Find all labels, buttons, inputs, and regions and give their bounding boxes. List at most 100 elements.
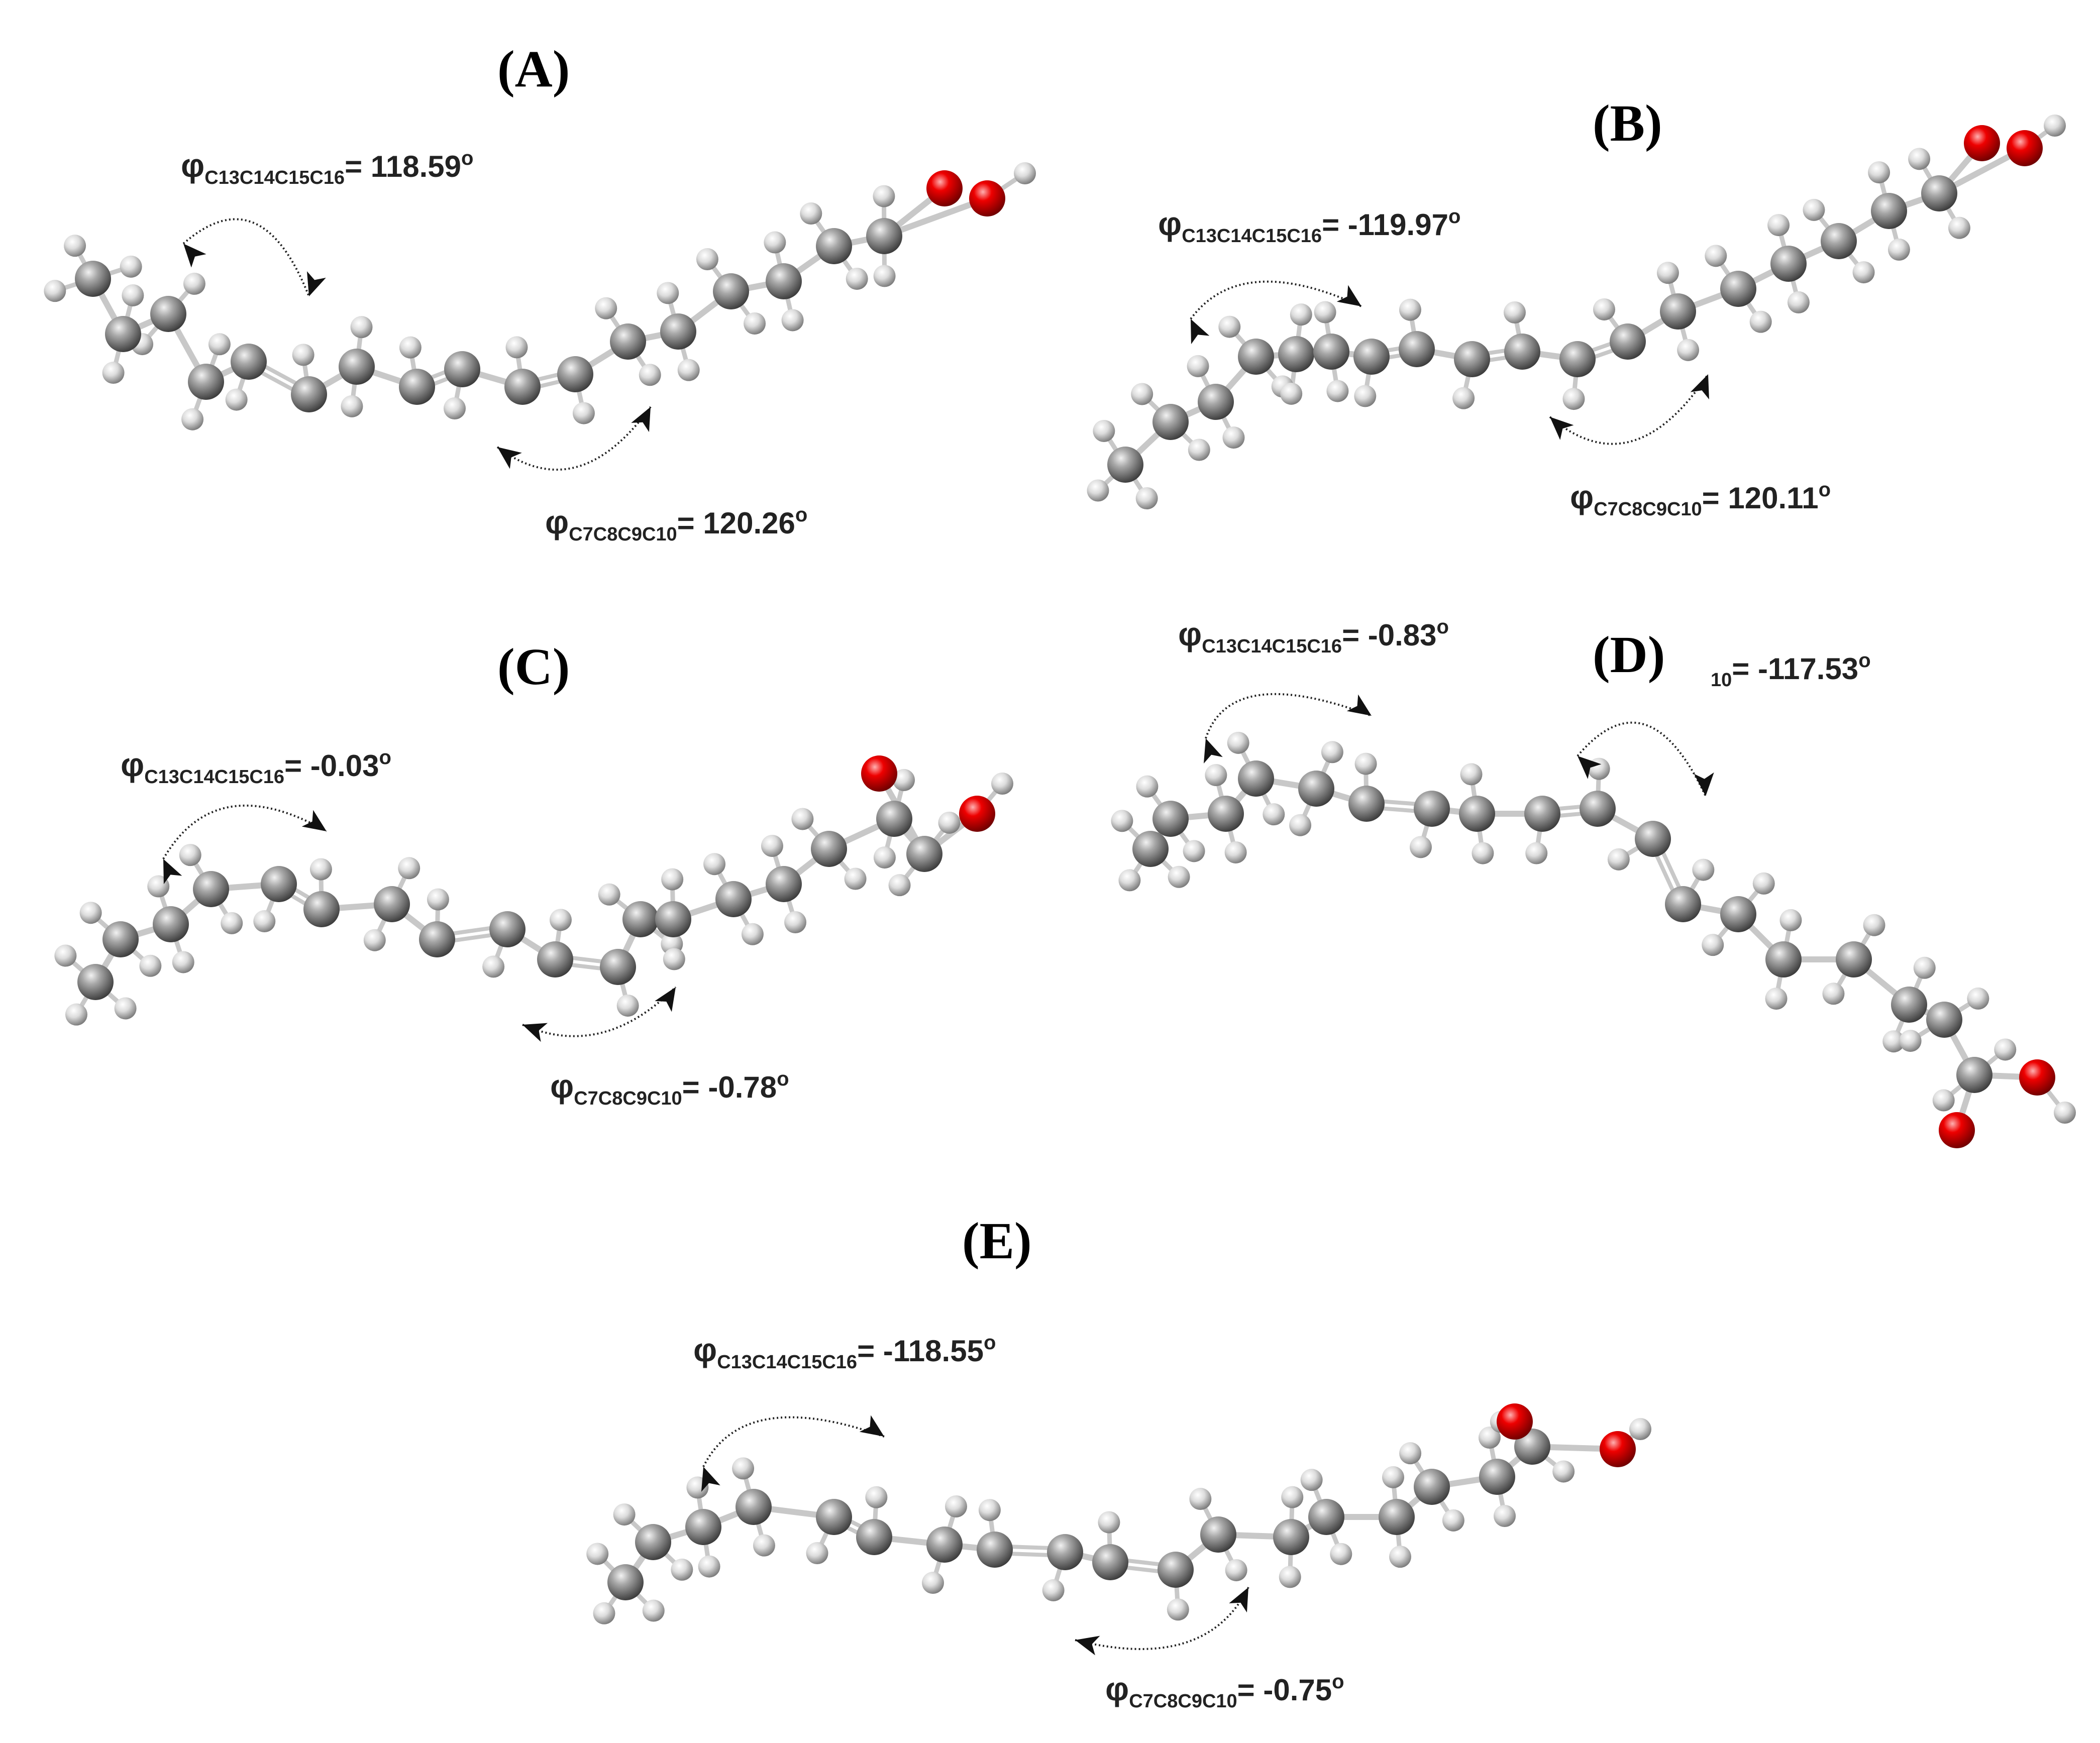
hydrogen-atom <box>865 1486 888 1508</box>
panel-d: (D) φC13C14C15C16= -0.83o 10= -117.53o <box>1111 615 2076 1148</box>
carbon-atom <box>977 1532 1013 1568</box>
torsion-arc-d-right <box>1577 721 1714 797</box>
molecule-e <box>586 1403 1651 1624</box>
carbon-atom <box>1047 1534 1083 1570</box>
dotted-rotation-arc <box>702 1416 885 1467</box>
arrowhead-icon <box>522 1023 548 1042</box>
hydrogen-atom <box>65 1003 87 1026</box>
hydrogen-atom <box>1290 303 1312 326</box>
hydrogen-atom <box>677 359 700 381</box>
hydrogen-atom <box>1787 291 1810 313</box>
hydrogen-atoms <box>1087 115 2066 510</box>
hydrogen-atom <box>1280 382 1303 405</box>
hydrogen-atoms <box>586 1410 1651 1624</box>
oxygen-atom <box>1600 1431 1636 1467</box>
hydrogen-atom <box>1504 301 1526 323</box>
hydrogen-atom <box>800 202 822 225</box>
hydrogen-atom <box>1300 1469 1323 1491</box>
molecule-b <box>1087 115 2066 510</box>
torsion-label-c-c13c14c15c16: φC13C14C15C16= -0.03o <box>121 746 391 788</box>
hydrogen-atoms <box>1111 731 2076 1124</box>
torsion-label-e-c7c8c9c10: φC7C8C9C10= -0.75o <box>1105 1670 1344 1712</box>
dotted-rotation-arc <box>1577 721 1707 797</box>
hydrogen-atom <box>64 235 86 257</box>
hydrogen-atom <box>1472 842 1494 864</box>
hydrogen-atom <box>888 874 911 897</box>
arrowhead-icon <box>1578 756 1602 779</box>
torsion-arc-c-lower <box>522 986 677 1042</box>
hydrogen-atom <box>172 951 194 973</box>
arrowhead-icon <box>1346 694 1372 716</box>
hydrogen-atom <box>657 282 679 304</box>
carbon-atom <box>231 344 267 380</box>
hydrogen-atom <box>221 912 243 934</box>
hydrogen-atom <box>1188 439 1210 461</box>
carbon-atom <box>1720 271 1756 307</box>
hydrogen-atom <box>1863 914 1885 936</box>
hydrogen-atom <box>1330 1543 1352 1565</box>
hydrogen-atom <box>572 402 595 424</box>
hydrogen-atom <box>1629 1418 1651 1440</box>
torsion-label-b-c13c14c15c16: φC13C14C15C16= -119.97o <box>1158 205 1460 247</box>
hydrogen-atom <box>1887 238 1910 261</box>
torsion-label-d-partial: 10= -117.53o <box>1711 649 1871 691</box>
hydrogen-atom <box>120 255 142 278</box>
hydrogen-atom <box>1803 198 1825 221</box>
carbon-atom <box>193 871 229 907</box>
carbon-atom <box>1926 1002 1962 1038</box>
hydrogen-atom <box>938 811 961 834</box>
hydrogen-atom <box>1948 216 1970 239</box>
carbon-atom <box>1635 821 1671 857</box>
carbon-atom <box>1836 941 1872 977</box>
panel-b: (B) φC13C14C15C16= -119.97o φC7C8C9C10= … <box>1087 94 2066 520</box>
hydrogen-atom <box>698 1555 720 1578</box>
dotted-rotation-arc <box>1075 1587 1249 1650</box>
carbon-atom <box>489 911 526 947</box>
carbon-atom <box>1559 341 1596 377</box>
carbon-atom <box>419 921 455 957</box>
arrowhead-icon <box>1191 319 1210 345</box>
hydrogen-atom <box>350 316 373 339</box>
hydrogen-atom <box>1452 387 1475 409</box>
hydrogen-atom <box>1118 869 1141 892</box>
hydrogen-atom <box>639 364 661 386</box>
carbon-atom <box>1770 246 1807 282</box>
hydrogen-atom <box>1822 983 1845 1005</box>
carbon-atom <box>1956 1057 1992 1093</box>
carbon-atom <box>736 1489 772 1525</box>
hydrogen-atom <box>616 994 639 1017</box>
torsion-arc-a-upper <box>182 218 326 297</box>
hydrogen-atom <box>1382 1466 1404 1488</box>
hydrogen-atom <box>593 1602 615 1624</box>
hydrogen-atom <box>1765 988 1788 1010</box>
oxygen-atoms <box>1497 1403 1636 1467</box>
hydrogen-atom <box>586 1543 609 1565</box>
hydrogen-atom <box>44 280 66 302</box>
hydrogen-atom <box>663 948 685 970</box>
dotted-rotation-arc <box>522 986 677 1037</box>
carbon-atom <box>713 273 749 309</box>
hydrogen-atom <box>1607 848 1630 870</box>
molecule-a <box>44 162 1036 430</box>
carbon-atom <box>77 964 114 1000</box>
dotted-rotation-arc <box>162 804 327 860</box>
carbon-atom <box>622 901 659 937</box>
hydrogen-atom <box>183 272 205 295</box>
hydrogen-atom <box>732 1457 755 1480</box>
carbon-atom <box>1308 1499 1344 1535</box>
hydrogen-atom <box>1136 775 1159 798</box>
carbon-atom <box>1313 334 1349 370</box>
arrowhead-icon <box>631 407 651 432</box>
panel-a: (A) φC13C14C15C16= 118.59o φC7C8C9C10= 1… <box>44 40 1036 545</box>
carbon-atom <box>188 364 224 400</box>
hydrogen-atom <box>1705 245 1727 267</box>
carbon-atom <box>1514 1429 1550 1465</box>
carbon-atom <box>1200 1516 1236 1553</box>
hydrogen-atom <box>1852 261 1875 284</box>
oxygen-atoms <box>1939 1059 2055 1148</box>
hydrogen-atom <box>978 1499 1001 1521</box>
carbon-atom <box>1459 796 1495 832</box>
carbon-atom <box>1379 1499 1415 1535</box>
carbon-atom <box>866 218 902 254</box>
